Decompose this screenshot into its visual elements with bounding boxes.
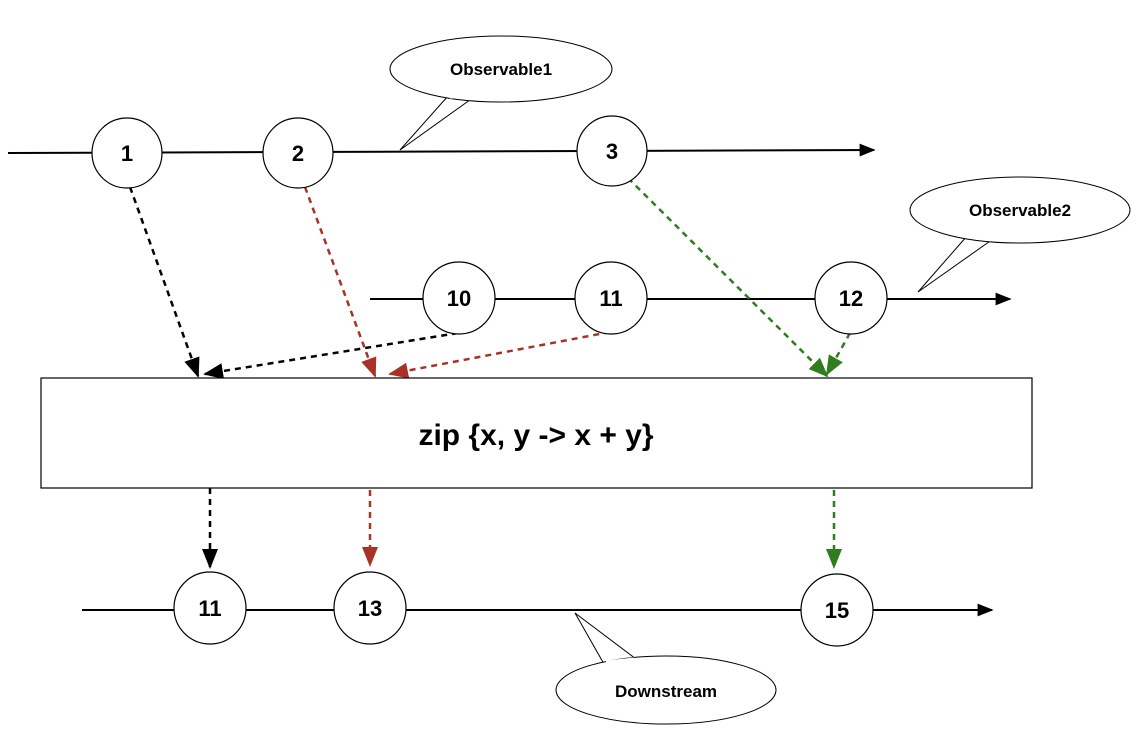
downstream-marble-3-label: 15 (825, 598, 849, 623)
downstream-marble-2: 13 (333, 571, 407, 645)
observable1-marble-2: 2 (262, 117, 334, 189)
downstream-marble-1: 11 (173, 571, 247, 645)
pair1-connectors (128, 186, 459, 569)
observable2-marble-2-label: 11 (599, 286, 622, 311)
observable1-marble-1-label: 1 (121, 141, 133, 166)
observable2-marble-3: 12 (814, 261, 888, 335)
observable2-marble-3-label: 12 (839, 286, 863, 311)
observable1-marble-3-label: 3 (606, 139, 618, 164)
downstream-marble-2-label: 13 (358, 596, 382, 621)
observable1-callout-label: Observable1 (450, 60, 552, 79)
observable1-marble-2-label: 2 (292, 141, 304, 166)
downstream-marble-3: 15 (800, 573, 874, 647)
downstream-callout: Downstream (555, 612, 777, 725)
downstream-marble-1-label: 11 (198, 596, 221, 621)
observable2-callout: Observable2 (909, 176, 1131, 293)
observable2-callout-label: Observable2 (969, 201, 1071, 220)
observable2-marble-2: 11 (574, 261, 648, 335)
downstream-callout-label: Downstream (615, 682, 717, 701)
zip-operator-box: zip {x, y -> x + y} (40, 377, 1033, 489)
observable1-marble-1: 1 (91, 117, 163, 189)
pair3-connectors (627, 177, 852, 569)
observable2-marble-1: 10 (422, 261, 496, 335)
observable1-callout: Observable1 (389, 35, 613, 151)
pair2-connectors (303, 186, 611, 567)
observable2-marble-1-label: 10 (447, 286, 471, 311)
observable1-marble-3: 3 (576, 115, 648, 187)
zip-operator-label: zip {x, y -> x + y} (418, 419, 653, 452)
